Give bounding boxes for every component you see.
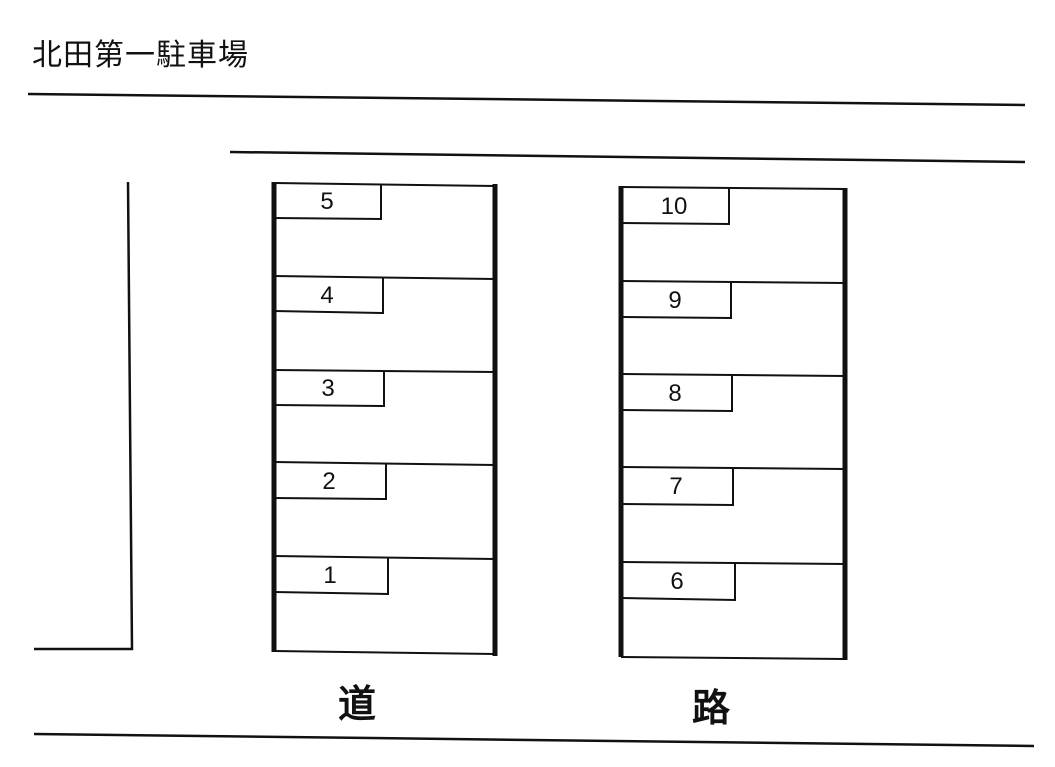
space-number-7: 7	[669, 473, 683, 500]
space-number-6: 6	[670, 568, 684, 595]
boundary-line-left	[34, 181, 134, 651]
road-line-bottom	[33, 732, 1035, 748]
space-number-10: 10	[660, 193, 688, 220]
space-number-8: 8	[668, 380, 682, 407]
boundary-line-inner	[229, 150, 1026, 164]
space-number-1: 1	[323, 562, 337, 589]
road-label-left: 道	[338, 682, 377, 726]
space-number-5: 5	[320, 188, 334, 215]
parking-block-left	[271, 182, 498, 656]
space-number-3: 3	[321, 375, 335, 402]
page-title: 北田第一駐車場	[32, 38, 249, 73]
space-number-4: 4	[320, 282, 334, 309]
space-number-2: 2	[322, 468, 336, 495]
space-number-9: 9	[668, 287, 682, 314]
road-label-right: 路	[692, 686, 731, 730]
boundary-line-top	[27, 92, 1026, 107]
parking-block-right	[618, 186, 848, 660]
